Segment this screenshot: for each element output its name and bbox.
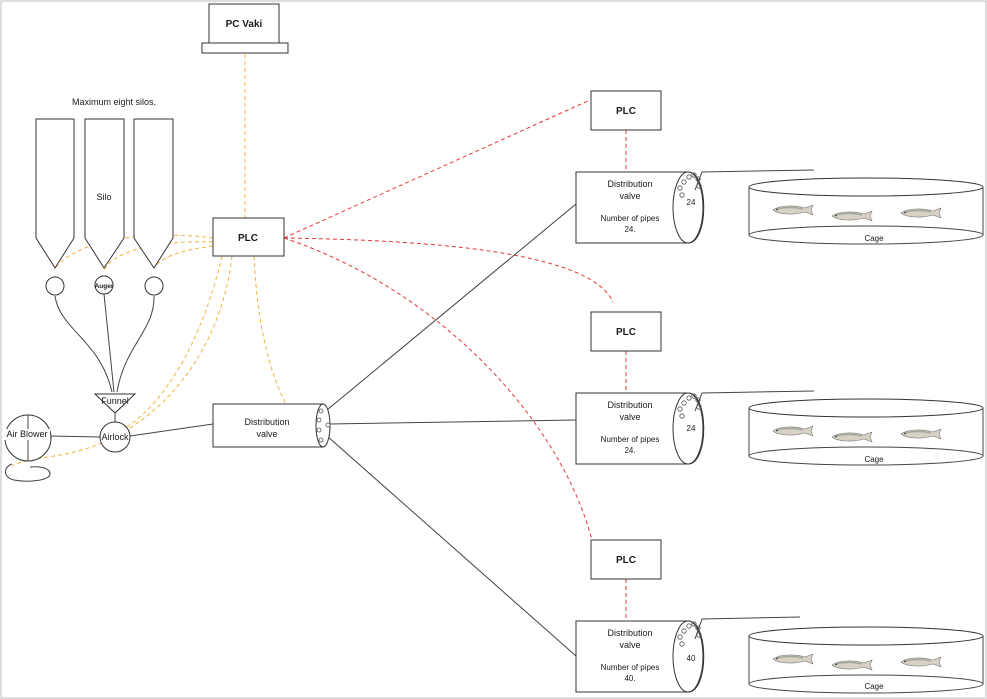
distribution-valve-3[interactable]: Distribution valve Number of pipes 40. 4… (575, 616, 801, 693)
cage-2: Cage (748, 398, 984, 466)
silo-1 (35, 118, 75, 269)
pc-monitor (208, 3, 280, 44)
pipe-to-valve2 (329, 419, 577, 425)
plc-silo3-link (153, 245, 214, 269)
pc-vaki[interactable]: PC Vaki (201, 3, 289, 54)
pc-label: PC Vaki (226, 19, 263, 30)
valve-3-title-2: valve (619, 640, 640, 650)
auger-3 (144, 276, 164, 296)
valve-2-count: 24 (687, 424, 696, 433)
airlock-shape (99, 421, 131, 453)
funnel-shape (93, 393, 137, 414)
pipe-silo3-funnel (116, 295, 155, 393)
pipe-to-valve1 (326, 203, 577, 411)
plc-silo1-link (54, 234, 214, 269)
silo-2 (84, 118, 125, 269)
cage-3: Cage (748, 626, 984, 694)
pipe-to-valve3 (326, 435, 577, 657)
fish-icon (900, 428, 942, 440)
plc-2-label: PLC (616, 327, 636, 338)
pipe-airlock-valve (129, 423, 214, 437)
valve-2-title-1: Distribution (607, 400, 652, 410)
plc-3-label: PLC (616, 555, 636, 566)
blower-coil (5, 463, 51, 482)
air-blower: Air Blower (4, 414, 52, 482)
auger-label: Auger (95, 283, 114, 290)
airlock-label: Airlock (101, 432, 129, 442)
cage-1-label: Cage (864, 234, 884, 243)
fish-icon (900, 207, 942, 219)
plc-main-box (212, 217, 285, 257)
pipe-silo1-funnel (54, 295, 113, 393)
valve-1-pipes-label: Number of pipes (601, 214, 660, 223)
auger-1 (45, 276, 65, 296)
distribution-valve-1[interactable]: Distribution valve Number of pipes 24. 2… (575, 169, 815, 244)
fish-icon (772, 204, 814, 216)
pc-keyboard (201, 42, 289, 54)
valve-2-pipes-label: Number of pipes (601, 435, 660, 444)
valve-3-pipes-value: 40. (624, 674, 635, 683)
cage-3-label: Cage (864, 682, 884, 691)
plc-plc3-link (283, 237, 593, 541)
valve-1-count: 24 (687, 198, 696, 207)
feed-pipes (49, 203, 577, 657)
plc-1[interactable]: PLC (590, 90, 662, 131)
valve-3-count: 40 (687, 654, 696, 663)
plc-airlock-link (124, 255, 223, 429)
silo-label: Silo (96, 192, 111, 202)
plc-3[interactable]: PLC (590, 539, 662, 580)
valve-2-title-2: valve (619, 412, 640, 422)
fish-icon (900, 656, 942, 668)
valve-2-pipes-value: 24. (624, 446, 635, 455)
valve-3-title-1: Distribution (607, 628, 652, 638)
plc-plc1-link (283, 99, 591, 239)
cage-2-label: Cage (864, 455, 884, 464)
control-lines-red (283, 99, 627, 621)
cage-1: Cage (748, 177, 984, 245)
silos: Silo Auger (35, 118, 174, 296)
valve-3-pipes-label: Number of pipes (601, 663, 660, 672)
fish-icon (831, 210, 873, 222)
valve-1-pipes-value: 24. (624, 225, 635, 234)
plc-main[interactable]: PLC (212, 217, 285, 257)
plc-main-label: PLC (238, 233, 258, 244)
dist-main-title-2: valve (256, 429, 277, 439)
silo-limit-note: Maximum eight silos. (72, 97, 156, 107)
fish-icon (772, 425, 814, 437)
distribution-valve-main[interactable]: Distribution valve (212, 403, 331, 448)
fish-icon (831, 431, 873, 443)
valve-1-title-2: valve (619, 191, 640, 201)
auger-2 (94, 275, 114, 295)
silo-3 (133, 118, 174, 269)
funnel: Funnel (93, 393, 137, 414)
valve-1-title-1: Distribution (607, 179, 652, 189)
plc-2[interactable]: PLC (590, 311, 662, 352)
airlock: Airlock (99, 421, 131, 453)
pipe-blower-airlock (49, 435, 101, 438)
fish-icon (831, 659, 873, 671)
pipe-silo2-funnel (103, 293, 115, 393)
plc-1-label: PLC (616, 106, 636, 117)
plc-plc2-link (283, 237, 614, 303)
blower-label: Air Blower (6, 429, 47, 439)
dist-main-title-1: Distribution (244, 417, 289, 427)
fish-icon (772, 653, 814, 665)
distribution-valve-2[interactable]: Distribution valve Number of pipes 24. 2… (575, 390, 815, 465)
funnel-label: Funnel (101, 396, 129, 406)
